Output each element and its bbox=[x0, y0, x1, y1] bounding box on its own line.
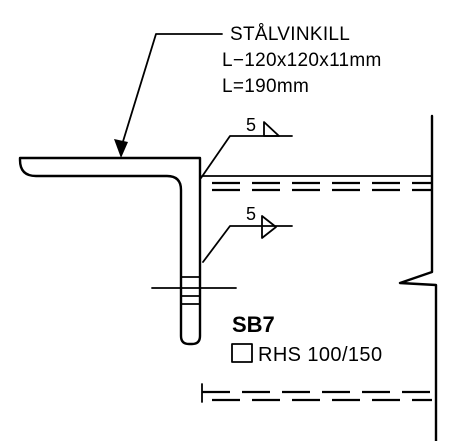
weld-size-upper: 5 bbox=[246, 115, 256, 135]
angle-profile-size: L−120x120x11mm bbox=[222, 50, 382, 71]
column-flange-top bbox=[201, 175, 433, 192]
bolt-lines bbox=[181, 276, 201, 305]
angle-length: L=190mm bbox=[222, 76, 309, 97]
rhs-section-icon bbox=[231, 343, 253, 363]
steel-angle-profile bbox=[18, 156, 202, 346]
weld-symbol-lower: 5 bbox=[202, 204, 293, 263]
callout-arrowhead bbox=[114, 139, 128, 158]
weld-size-lower: 5 bbox=[246, 204, 256, 224]
angle-title: STÅLVINKILL bbox=[230, 24, 350, 45]
member-section: RHS 100/150 bbox=[258, 344, 382, 366]
weld-symbol-upper: 5 bbox=[200, 115, 293, 179]
member-tag: SB7 bbox=[232, 312, 275, 337]
column-flange-bottom bbox=[202, 390, 432, 402]
break-line bbox=[398, 114, 438, 441]
callout-leader bbox=[120, 33, 223, 149]
